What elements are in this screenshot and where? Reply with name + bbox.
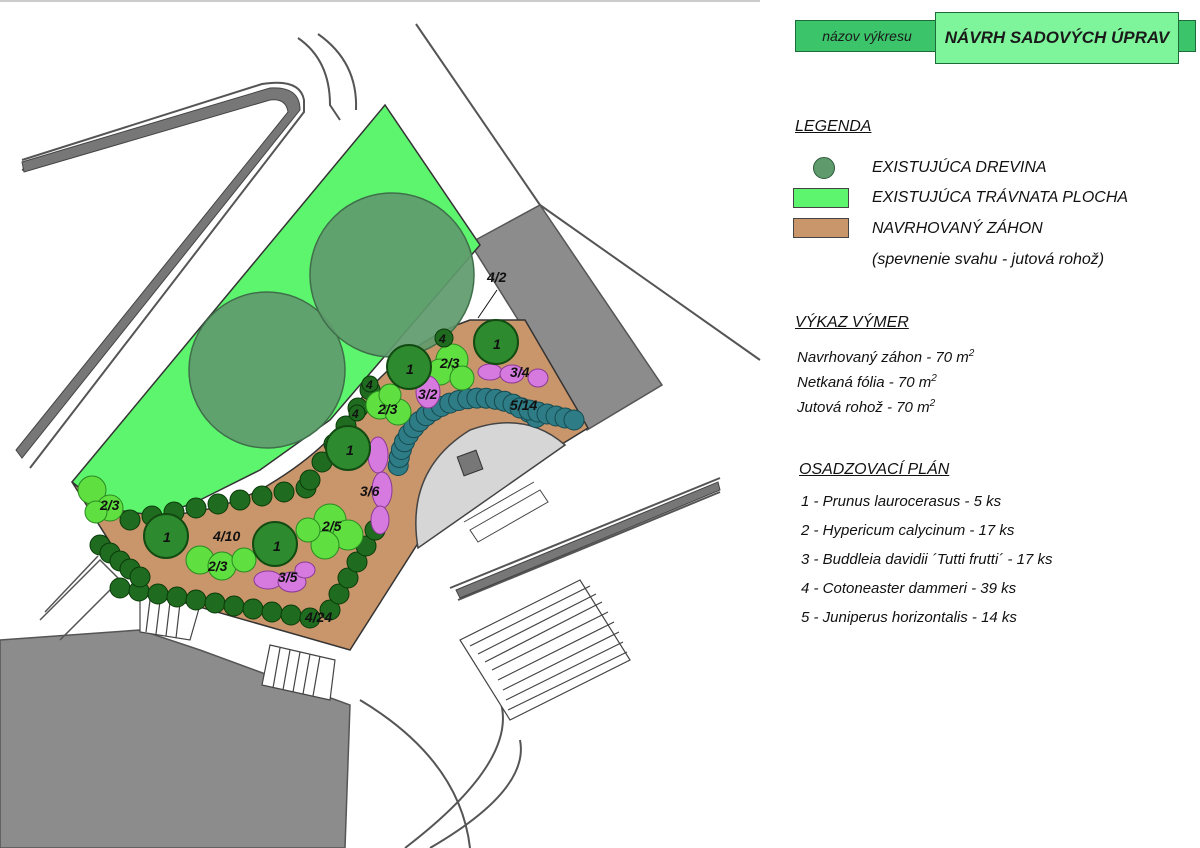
plan-label: 1 bbox=[273, 538, 281, 554]
existing-tree bbox=[188, 291, 346, 449]
plan-label: 4/2 bbox=[486, 269, 507, 285]
planting-item: 2 - Hypericum calycinum - 17 ks bbox=[801, 522, 1015, 539]
road-lines-lower bbox=[359, 477, 721, 848]
title-value-box: NÁVRH SADOVÝCH ÚPRAV bbox=[935, 12, 1179, 64]
areas-heading: VÝKAZ VÝMER bbox=[795, 314, 909, 331]
existing-trees bbox=[188, 192, 475, 449]
plan-label: 4 bbox=[351, 407, 359, 421]
plan-label: 1 bbox=[406, 361, 414, 377]
shrub bbox=[109, 577, 131, 599]
title-label: názov výkresu bbox=[822, 28, 912, 44]
plan-label: 3/6 bbox=[360, 483, 380, 499]
legend-heading: LEGENDA bbox=[795, 118, 872, 135]
shrub bbox=[251, 485, 273, 507]
wall-strip bbox=[15, 87, 301, 459]
shrub bbox=[261, 601, 283, 623]
area-item: Jutová rohož - 70 m2 bbox=[797, 398, 936, 416]
shrub bbox=[337, 567, 359, 589]
drawing-title: NÁVRH SADOVÝCH ÚPRAV bbox=[944, 28, 1170, 47]
plan-label: 3/4 bbox=[510, 364, 530, 380]
area-item: Navrhovaný záhon - 70 m2 bbox=[797, 348, 975, 366]
planting-item: 3 - Buddleia davidii ´Tutti frutti´ - 17… bbox=[801, 551, 1053, 568]
plan-label: 4/10 bbox=[212, 528, 240, 544]
plan-labels: 1 1 1 1 1 2/3 2/3 2/3 2/3 2/5 3/2 3/4 3/… bbox=[99, 269, 537, 625]
plan-label: 4/24 bbox=[304, 609, 332, 625]
shrub bbox=[273, 481, 295, 503]
shrub bbox=[207, 493, 229, 515]
planting-item: 4 - Cotoneaster dammeri - 39 ks bbox=[801, 580, 1017, 597]
legend-item: EXISTUJÚCA DREVINA bbox=[872, 159, 1047, 176]
buddleia-shrubs bbox=[253, 363, 549, 593]
shrub bbox=[319, 599, 341, 621]
road-strip-lower bbox=[455, 481, 721, 599]
legend-note: (spevnenie svahu - jutová rohož) bbox=[872, 251, 1105, 268]
grass-swatch bbox=[793, 188, 849, 208]
shrub bbox=[328, 583, 350, 605]
planting-item: 1 - Prunus laurocerasus - 5 ks bbox=[801, 493, 1002, 510]
plan-label: 1 bbox=[163, 529, 171, 545]
existing-tree-swatch bbox=[813, 157, 835, 179]
plan-label: 2/3 bbox=[207, 558, 228, 574]
plan-label: 1 bbox=[346, 442, 354, 458]
shrub bbox=[299, 469, 321, 491]
plan-label: 2/3 bbox=[99, 497, 120, 513]
plan-label: 3/5 bbox=[278, 569, 298, 585]
stairs-right bbox=[459, 579, 631, 721]
juniperus-arc bbox=[387, 387, 585, 476]
shrub bbox=[185, 497, 207, 519]
plan-label: 3/2 bbox=[418, 386, 438, 402]
title-tail bbox=[1178, 20, 1196, 52]
shrub bbox=[242, 598, 264, 620]
title-label-box: názov výkresu bbox=[795, 20, 939, 52]
stairs-left bbox=[139, 594, 336, 701]
shrub bbox=[346, 551, 368, 573]
plan-label: 2/3 bbox=[439, 355, 460, 371]
hypericum-shrubs bbox=[77, 343, 475, 581]
railing-left bbox=[39, 555, 122, 641]
shrub bbox=[147, 583, 169, 605]
area-item: Netkaná fólia - 70 m2 bbox=[797, 373, 937, 391]
plan-label: 4 bbox=[438, 332, 446, 346]
plan-label: 5/14 bbox=[510, 397, 537, 413]
shrub bbox=[119, 509, 141, 531]
cotoneaster-small bbox=[348, 328, 454, 422]
planting-heading: OSADZOVACÍ PLÁN bbox=[799, 461, 950, 478]
shrub bbox=[129, 566, 151, 588]
plan-label: 2/5 bbox=[321, 518, 342, 534]
plan-label: 4 bbox=[365, 378, 373, 392]
prunus-trees bbox=[143, 319, 519, 567]
legend-item: EXISTUJÚCA TRÁVNATA PLOCHA bbox=[872, 189, 1129, 206]
shrub bbox=[299, 607, 321, 629]
shrub bbox=[280, 604, 302, 626]
plan-label: 2/3 bbox=[377, 401, 398, 417]
shrub bbox=[204, 592, 226, 614]
shrub bbox=[166, 586, 188, 608]
patio bbox=[415, 421, 567, 550]
bed-swatch bbox=[793, 218, 849, 238]
planting-item: 5 - Juniperus horizontalis - 14 ks bbox=[801, 609, 1017, 626]
shrub bbox=[229, 489, 251, 511]
plan-label: 1 bbox=[493, 336, 501, 352]
shrub bbox=[563, 409, 585, 431]
shrub bbox=[223, 595, 245, 617]
legend-item: NAVRHOVANÝ ZÁHON bbox=[872, 220, 1043, 237]
shrub bbox=[185, 589, 207, 611]
